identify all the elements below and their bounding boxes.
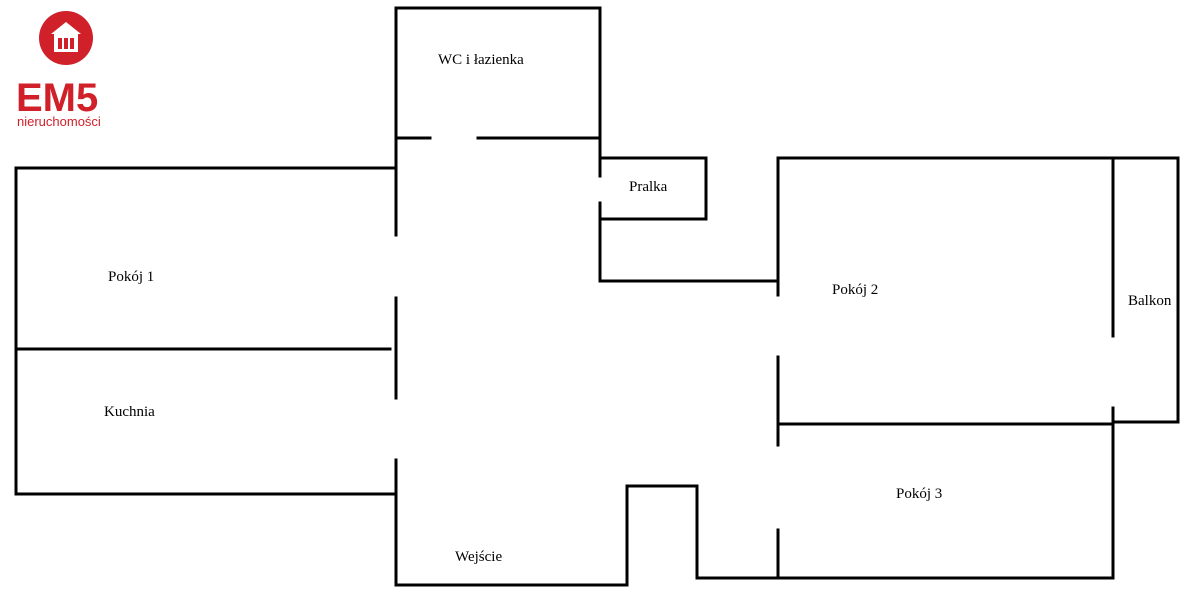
room-label-pokoj-2: Pokój 2 [832,282,878,298]
logo-brand: EM5 [16,76,98,120]
em5-logo: EM5 nieruchomości [16,11,101,129]
room-label-pokoj-3: Pokój 3 [896,486,942,502]
room-label-wc: WC i łazienka [438,52,524,68]
room-label-pokoj-1: Pokój 1 [108,269,154,285]
room-label-pralka: Pralka [629,179,668,195]
room-label-wejscie: Wejście [455,549,502,565]
walls [14,6,1180,587]
room-label-balkon: Balkon [1128,293,1172,309]
house-windows-icon [58,38,74,49]
logo-tagline: nieruchomości [17,114,101,129]
room-label-kuchnia: Kuchnia [104,404,155,420]
